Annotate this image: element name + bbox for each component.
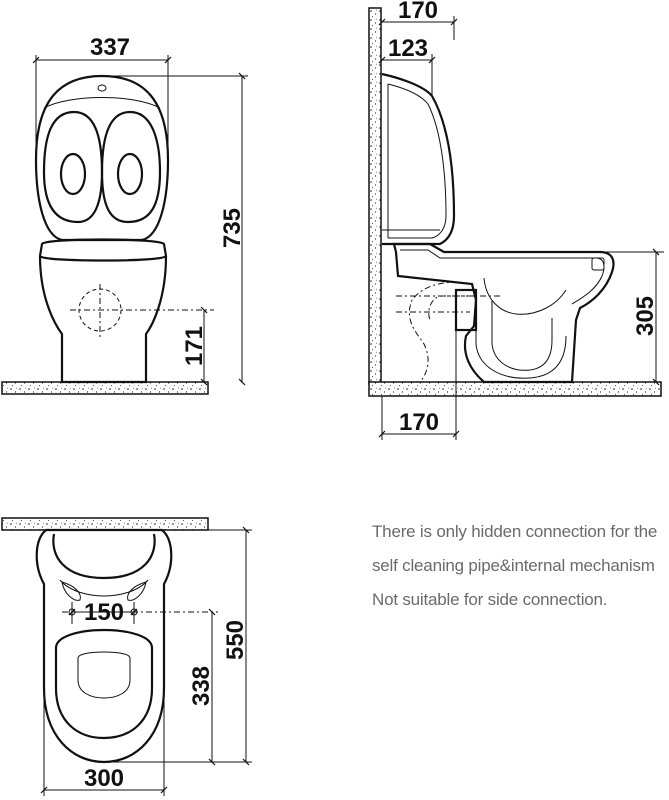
front-view: 337 735 171 — [1, 34, 248, 395]
note-line-3: Not suitable for side connection. — [372, 590, 608, 609]
front-tank-panel-left — [42, 110, 104, 224]
front-bowl-body — [38, 255, 168, 384]
dim-side-tank-depth: 123 — [388, 35, 428, 62]
dim-plan-width: 300 — [84, 765, 124, 792]
front-floor — [1, 381, 209, 395]
dim-front-outlet-height: 171 — [181, 326, 208, 366]
dim-side-outlet-height: 305 — [632, 296, 659, 336]
dim-front-width: 337 — [90, 34, 130, 61]
plan-seat — [54, 628, 154, 740]
front-tank-hole — [97, 84, 107, 92]
front-bowl-rim — [38, 238, 168, 262]
note-line-2: self cleaning pipe&internal mechanism — [372, 556, 655, 575]
side-bowl-outline — [392, 242, 615, 384]
side-tank-outline — [381, 72, 456, 246]
side-view: 170 123 305 170 — [368, 0, 664, 440]
dim-side-outlet-offset: 170 — [399, 409, 439, 436]
dim-side-top-depth: 170 — [398, 0, 438, 24]
front-tank-panel-right — [100, 110, 162, 224]
dim-plan-fixing-spacing: 150 — [84, 599, 124, 626]
side-floor — [368, 381, 662, 397]
dim-front-height: 735 — [219, 208, 246, 248]
plan-view: 150 338 550 300 — [1, 517, 252, 796]
dim-plan-length: 550 — [222, 620, 249, 660]
plan-wall — [1, 517, 209, 531]
note-line-1: There is only hidden connection for the — [372, 522, 658, 541]
side-wall — [368, 7, 382, 385]
dim-plan-fixing-to-front: 338 — [188, 666, 215, 706]
